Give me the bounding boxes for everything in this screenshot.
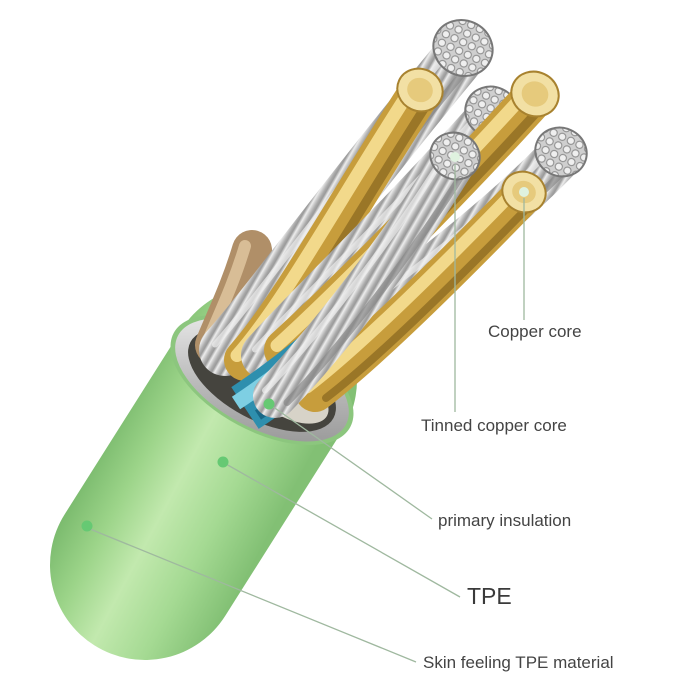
annotation-primary-insulation: primary insulation [263,398,571,530]
label-tpe: TPE [467,583,512,609]
label-copper-core: Copper core [488,322,582,341]
wire-cut-face-center [521,81,549,107]
wire-cut-face-center [407,77,433,103]
pointer-line-tpe [225,463,461,598]
annotation-copper-core: Copper core [488,187,582,341]
tinned-wire-3 [253,131,481,418]
pointer-dot-copper-core [519,187,529,197]
pointer-line-primary-insulation [271,405,433,520]
label-tinned-copper-core: Tinned copper core [421,416,567,435]
pointer-dot-primary-insulation [263,398,275,410]
pointer-dot-tinned-copper-core [450,152,460,162]
annotation-tinned-copper-core: Tinned copper core [421,152,567,435]
annotation-skin-tpe: Skin feeling TPE material [81,520,614,672]
label-primary-insulation: primary insulation [438,511,571,530]
copper-wire-3 [295,170,547,412]
pointer-dot-skin-tpe [81,520,93,532]
annotation-tpe: TPE [217,456,512,609]
wire-cut-face [534,126,588,178]
label-skin-tpe: Skin feeling TPE material [423,653,614,672]
pointer-dot-tpe [217,456,229,468]
wire-cut-face [432,19,494,77]
pointer-line-skin-tpe [89,528,417,663]
